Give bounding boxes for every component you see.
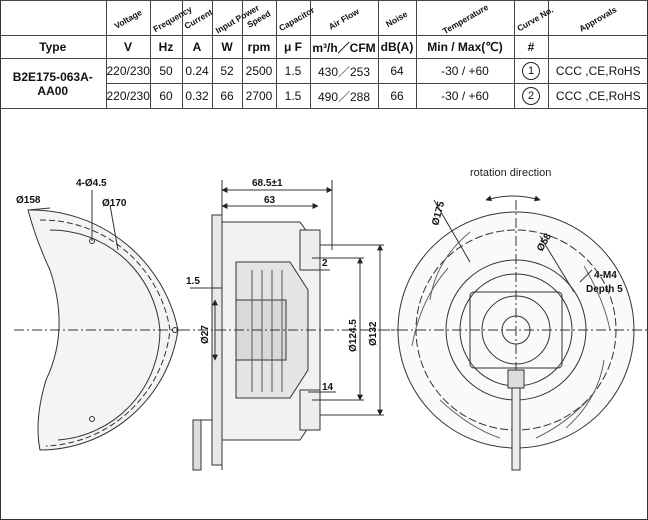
cell-frequency: 50 <box>149 58 183 84</box>
label-d175: Ø175 <box>430 200 447 227</box>
label-d15: 1.5 <box>186 276 200 287</box>
side-view <box>180 180 400 471</box>
label-holes: 4-Ø4.5 <box>76 178 107 189</box>
label-d27: Ø27 <box>200 325 211 344</box>
cell-approvals: CCC ,CE,RoHS <box>547 83 648 109</box>
unit-type: Type <box>0 35 107 59</box>
cell-temperature: -30 / +60 <box>415 83 515 109</box>
unit-air-flow: m³/h／CFM <box>309 35 379 59</box>
spec-table: Voltage Frequency Current Input Power Sp… <box>0 0 648 109</box>
header-air-flow: Air Flow <box>326 6 362 32</box>
label-d14: 14 <box>322 382 334 393</box>
units-row: Type V Hz A W rpm μ F m³/h／CFM dB(A) Min… <box>0 35 648 59</box>
cell-capacitor: 1.5 <box>275 58 311 84</box>
curve-badge: 2 <box>522 87 540 105</box>
cell-current: 0.32 <box>181 83 213 109</box>
unit-noise: dB(A) <box>377 35 417 59</box>
unit-voltage: V <box>105 35 151 59</box>
label-rotation: rotation direction <box>470 167 551 179</box>
header-temperature: Temperature <box>440 1 490 37</box>
unit-curve-no: # <box>513 35 549 59</box>
cell-input-power: 52 <box>211 58 243 84</box>
cell-capacitor: 1.5 <box>275 83 311 109</box>
header-noise: Noise <box>384 8 410 30</box>
cell-air-flow: 490／288 <box>309 83 379 109</box>
curve-badge: 1 <box>522 62 540 80</box>
unit-current: A <box>181 35 213 59</box>
cell-temperature: -30 / +60 <box>415 58 515 84</box>
header-row: Voltage Frequency Current Input Power Sp… <box>0 0 648 37</box>
cell-noise: 64 <box>377 58 417 84</box>
table-row: B2E175-063A-AA00 220/230 50 0.24 52 2500… <box>0 58 648 109</box>
unit-speed: rpm <box>241 35 277 59</box>
label-w685: 68.5±1 <box>252 178 283 189</box>
cell-input-power: 66 <box>211 83 243 109</box>
header-voltage: Voltage <box>112 7 144 31</box>
cell-speed: 2700 <box>241 83 277 109</box>
label-d170: Ø170 <box>102 198 127 209</box>
label-d2: 2 <box>322 258 328 269</box>
left-housing-view <box>14 190 190 451</box>
label-d132: Ø132 <box>368 321 379 346</box>
unit-frequency: Hz <box>149 35 183 59</box>
cell-air-flow: 430／253 <box>309 58 379 84</box>
unit-input-power: W <box>211 35 243 59</box>
label-d158: Ø158 <box>16 195 41 206</box>
cell-voltage: 220/230 <box>105 83 151 109</box>
front-view <box>380 195 648 471</box>
cell-noise: 66 <box>377 83 417 109</box>
label-d1245: Ø124.5 <box>348 319 359 352</box>
unit-temperature: Min / Max(℃) <box>415 35 515 59</box>
table-row: 220/230 60 0.32 66 2700 1.5 490／288 66 -… <box>0 83 648 109</box>
cell-frequency: 60 <box>149 83 183 109</box>
cell-voltage: 220/230 <box>105 58 151 84</box>
label-w63: 63 <box>264 195 276 206</box>
unit-capacitor: μ F <box>275 35 311 59</box>
cell-speed: 2500 <box>241 58 277 84</box>
cell-current: 0.24 <box>181 58 213 84</box>
model-name: B2E175-063A-AA00 <box>0 58 107 109</box>
label-depth: Depth 5 <box>586 284 623 295</box>
technical-drawing: Ø158 4-Ø4.5 Ø170 <box>14 167 648 471</box>
label-m4: 4-M4 <box>594 270 617 281</box>
cell-approvals: CCC ,CE,RoHS <box>547 58 648 84</box>
header-approvals: Approvals <box>577 4 619 34</box>
